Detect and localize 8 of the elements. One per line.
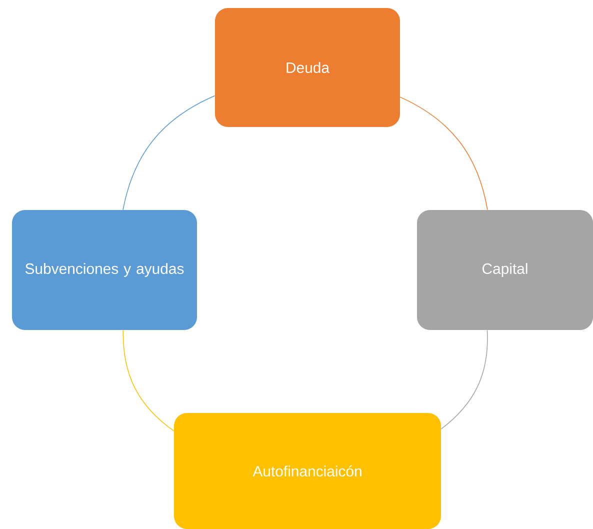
process-box: Deuda [215, 8, 400, 127]
connector-arc [122, 95, 216, 210]
process-box: Autofinanciaicón [174, 412, 441, 529]
process-box: Subvenciones y ayudas [12, 210, 197, 330]
connector-arc [440, 330, 488, 430]
connector-arc [400, 96, 488, 210]
process-box: Capital [417, 210, 593, 330]
connector-arc [122, 330, 174, 432]
